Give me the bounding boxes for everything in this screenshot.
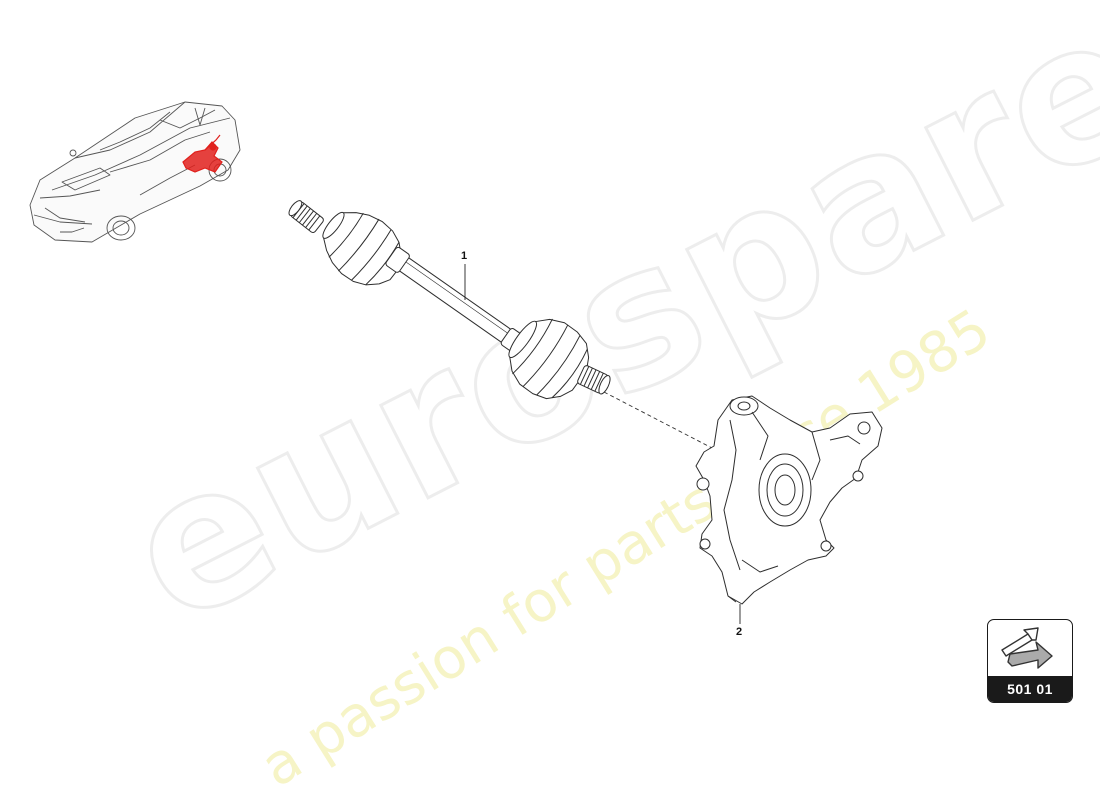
assembly-line — [603, 391, 713, 449]
shaft-right-spline — [577, 365, 611, 395]
shaft-left-boot — [322, 211, 402, 286]
callout-1: 1 — [461, 250, 468, 262]
wheel-bearing-housing — [695, 395, 883, 605]
arrow-icon — [1001, 627, 1053, 669]
highlighted-area — [182, 134, 223, 173]
reference-badge: 501 01 — [987, 619, 1073, 703]
callout-2: 2 — [736, 626, 743, 638]
car-thumbnail — [29, 101, 241, 243]
shaft-right-boot — [508, 318, 590, 400]
drive-shaft — [288, 200, 611, 400]
shaft-tube — [385, 246, 524, 353]
reference-code: 501 01 — [988, 676, 1072, 702]
shaft-left-spline — [288, 200, 324, 234]
